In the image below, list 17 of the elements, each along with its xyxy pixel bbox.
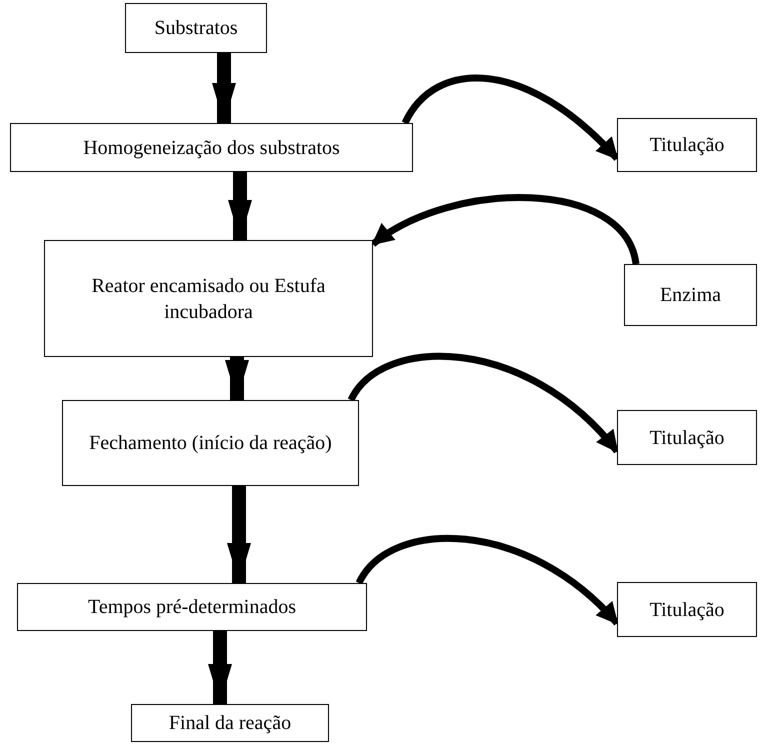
process-box: Tempos pré-determinados (17, 583, 367, 631)
arrow (208, 631, 232, 704)
process-box: Titulação (617, 118, 757, 172)
arrow (225, 357, 249, 400)
process-box: Substratos (125, 3, 267, 53)
arrow (371, 194, 640, 265)
process-box: Reator encamisado ou Estufa incubadora (44, 240, 373, 357)
process-box: Titulação (617, 410, 757, 465)
process-box: Titulação (617, 582, 757, 637)
process-box: Final da reação (131, 704, 329, 742)
arrow (228, 172, 252, 240)
arrow (212, 53, 236, 123)
process-box: Homogeneização dos substratos (10, 123, 413, 172)
process-box: Enzima (624, 264, 757, 326)
arrow (402, 74, 620, 161)
arrow (227, 486, 251, 583)
process-box: Fechamento (início da reação) (62, 400, 359, 486)
